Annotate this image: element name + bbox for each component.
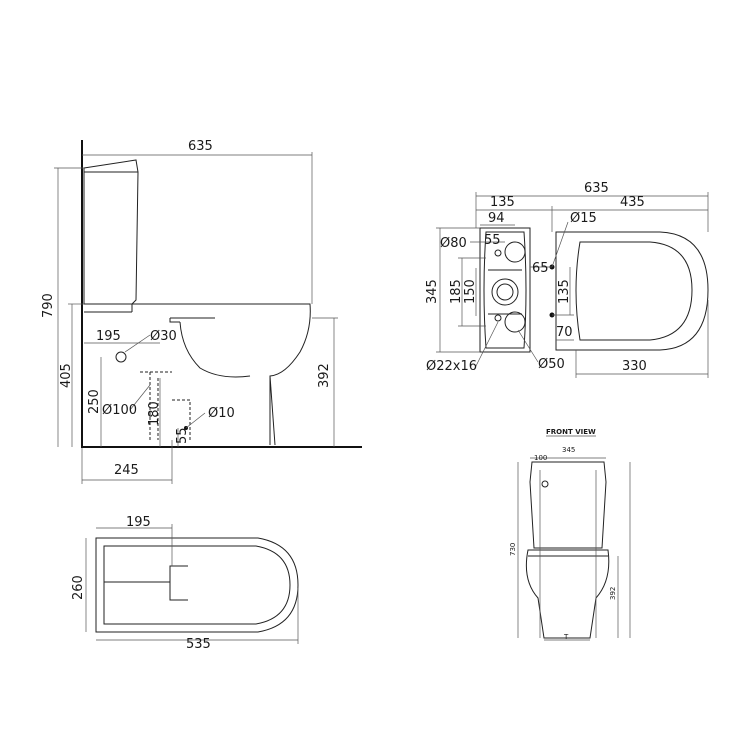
top-dim-345-label: 345 (425, 279, 440, 304)
front-dim-100-label: 100 (534, 454, 547, 462)
top-dim-65-label: 65 (532, 261, 549, 276)
plan-outlet-lines (104, 565, 188, 601)
front-dim-730-label: 730 (509, 543, 517, 556)
inlet-hole (115, 351, 127, 363)
dim-405-label: 405 (59, 363, 74, 388)
top-small-hole-1 (494, 249, 502, 257)
front-inlet-hole (541, 480, 549, 488)
top-dim-70-label: 70 (556, 325, 573, 340)
top-dim-185-label: 185 (449, 279, 464, 304)
seat-edge (169, 318, 180, 323)
waste-pipe-dashed (140, 371, 172, 440)
plan-dim-260-label: 260 (71, 575, 86, 600)
dia-30-label: Ø30 (150, 329, 177, 344)
outlet-dashed (172, 399, 191, 440)
top-dia-50-leader (517, 329, 539, 363)
dim-245-label: 245 (114, 463, 139, 478)
cistern-outline (83, 159, 139, 305)
top-small-hole-2 (494, 314, 502, 322)
top-dim-330-label: 330 (622, 359, 647, 374)
top-hole-22x16-label: Ø22x16 (426, 359, 477, 374)
plan-inner (103, 545, 291, 625)
dim-790-label: 790 (41, 293, 56, 318)
bowl-outline (84, 303, 311, 445)
bowl-inner (179, 321, 251, 378)
top-dim-135v-label: 135 (557, 279, 572, 304)
front-cistern-outline (529, 461, 607, 549)
plan-outer (95, 537, 299, 633)
top-centre-hole (491, 278, 519, 306)
top-flush-button (504, 241, 526, 263)
top-seat-inner (575, 241, 693, 341)
top-dim-435-label: 435 (620, 195, 645, 210)
dim-195-label: 195 (96, 329, 121, 344)
plan-dim-195-label: 195 (126, 515, 151, 530)
dia-10-leader (185, 412, 206, 429)
dia-10-label: Ø10 (208, 406, 235, 421)
dia-100-label: Ø100 (102, 403, 137, 418)
top-dim-94-label: 94 (488, 211, 505, 226)
plan-dim-535-label: 535 (186, 637, 211, 652)
dim-250-label: 250 (87, 389, 102, 414)
front-view: FRONT VIEW 345 100 730 392 T (509, 428, 631, 641)
dim-635-label: 635 (188, 139, 213, 154)
side-view: 635 790 405 195 Ø30 250 Ø100 180 Ø10 55 (41, 139, 362, 484)
front-bowl-outline (525, 549, 610, 639)
top-dim-135-label: 135 (490, 195, 515, 210)
top-cistern-inner (483, 231, 527, 349)
top-dia-15-leader (551, 221, 569, 268)
front-dim-392-label: 392 (609, 587, 617, 600)
top-dim-635-label: 635 (584, 181, 609, 196)
dim-180-label: 180 (147, 401, 162, 426)
top-dia-80-label: Ø80 (440, 236, 467, 251)
dia-30-leader (124, 334, 151, 353)
top-dia-15-label: Ø15 (570, 211, 597, 226)
top-hole-22x16-leader (473, 321, 499, 371)
top-dia-50-label: Ø50 (538, 357, 565, 372)
front-dim-t-label: T (563, 633, 569, 641)
front-view-title: FRONT VIEW (546, 428, 596, 436)
top-seat-outer (555, 231, 709, 351)
top-dim-55-label: 55 (484, 233, 501, 248)
dim-392-label: 392 (317, 363, 332, 388)
front-dim-345-label: 345 (562, 446, 575, 454)
top-dim-150-label: 150 (463, 279, 478, 304)
pedestal-front (269, 375, 276, 446)
top-cistern-outline (479, 227, 531, 353)
top-inlet-hole (504, 311, 526, 333)
plan-view: 195 260 535 (71, 515, 299, 652)
dia-100-leader (129, 384, 151, 411)
top-centre-hole-inner (496, 283, 514, 301)
top-view: 635 135 435 94 Ø15 Ø80 55 65 345 185 (425, 181, 709, 378)
dim-55-label: 55 (175, 427, 190, 444)
